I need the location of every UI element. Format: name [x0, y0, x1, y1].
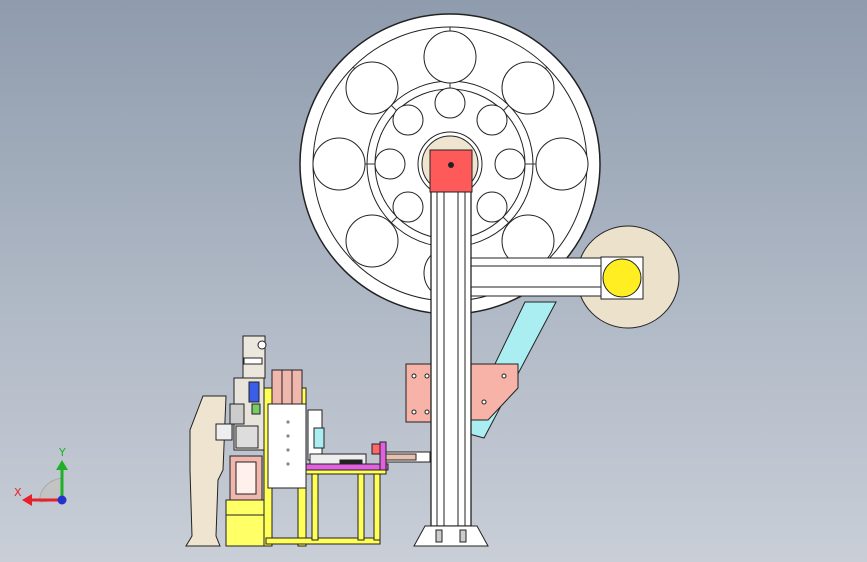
work-table[interactable]: [305, 409, 387, 541]
feed-rail[interactable]: [305, 441, 431, 471]
drive-motor[interactable]: [600, 256, 644, 300]
main-column[interactable]: [413, 189, 489, 547]
y-axis-label: Y: [58, 446, 66, 459]
horizontal-arm[interactable]: [468, 257, 603, 297]
control-tower[interactable]: [215, 335, 267, 547]
base-stand[interactable]: [185, 395, 227, 547]
x-axis-label: X: [14, 486, 22, 499]
coordinate-triad: [22, 460, 68, 506]
yellow-frame[interactable]: [263, 369, 381, 547]
column-cap[interactable]: [429, 149, 473, 193]
